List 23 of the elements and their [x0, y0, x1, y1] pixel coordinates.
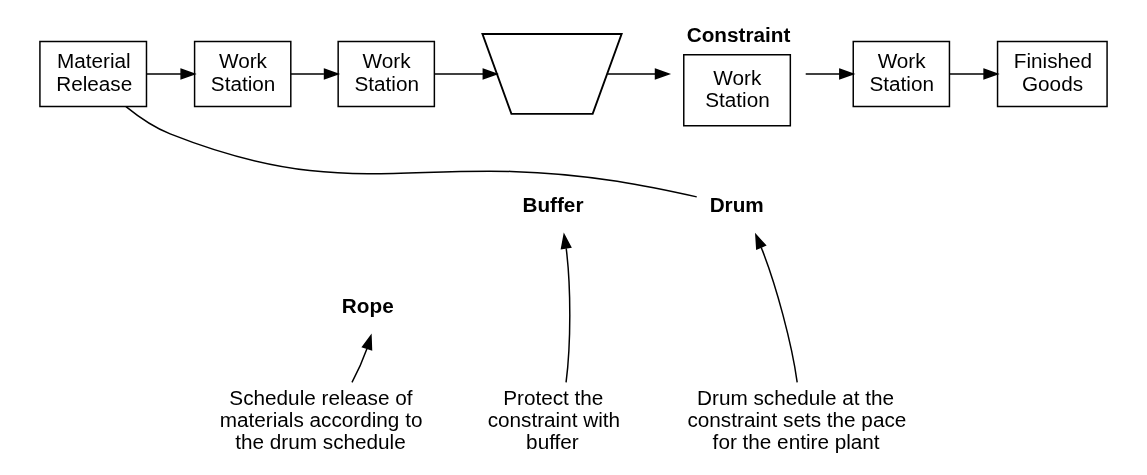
arrow [948, 68, 1000, 80]
arrow [434, 68, 499, 80]
arrow [351, 333, 373, 384]
node-box: Work Station [852, 40, 951, 108]
node-text: Buffer [522, 192, 584, 216]
connector [125, 105, 698, 198]
arrow [560, 232, 572, 383]
node-box: Finished Goods [996, 40, 1108, 108]
node-box: Material Release [39, 40, 148, 108]
node-label: Constraint [686, 22, 791, 46]
arrow [606, 68, 672, 80]
node-box: Work Station [337, 40, 436, 108]
node-text: Drum [709, 192, 764, 216]
node-text: Schedule release of materials according to the drum schedule [219, 386, 423, 454]
node-text: Drum schedule at the constraint sets the pace for the entire plant [687, 386, 907, 454]
arrow [290, 68, 341, 80]
arrow [755, 232, 798, 383]
node-box: Work Station [683, 53, 792, 127]
arrow [804, 68, 856, 80]
arrow [146, 68, 197, 80]
node-text: Protect the constraint with buffer [487, 386, 621, 454]
node-box: Work Station [193, 40, 292, 108]
node-text: Rope [341, 293, 394, 317]
